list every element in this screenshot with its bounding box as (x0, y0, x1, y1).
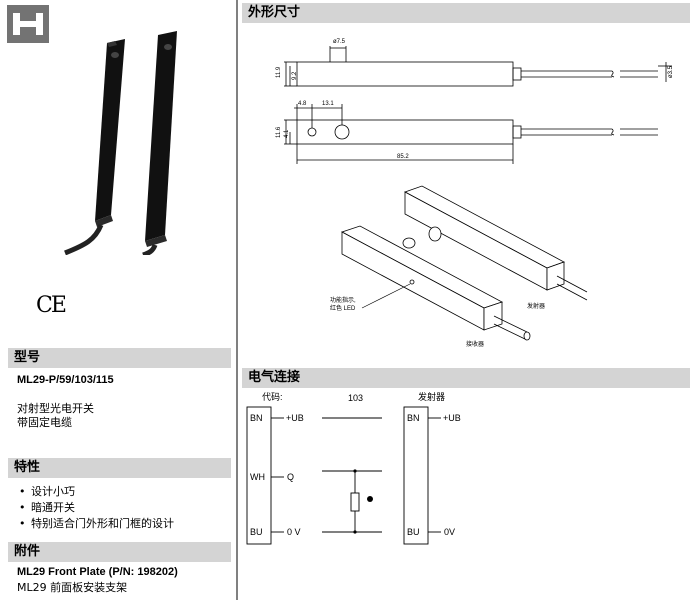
tx-pin-bn: BN (407, 413, 420, 423)
feature-item: 设计小巧 (17, 484, 174, 500)
product-photo (64, 31, 177, 255)
accessory-product: ML29 Front Plate (P/N: 198202) (17, 566, 178, 578)
wiring-diagram: 代码: 103 发射器 BN +UB WH Q BU 0 V BN +UB BU… (246, 391, 461, 545)
model-desc-2: 带固定电缆 (17, 416, 72, 429)
dim-length: 85.2 (397, 154, 409, 160)
accessory-desc: ML29 前面板安装支架 (17, 581, 128, 594)
ce-mark: CE (36, 293, 67, 318)
led-label-2: 红色 LED (330, 304, 356, 312)
iso-emitter-label: 发射器 (527, 302, 545, 310)
led-label-1: 功能指示, (330, 296, 356, 304)
sensor-logo-icon (13, 13, 43, 35)
emitter-label: 发射器 (418, 391, 445, 402)
dimensions-heading: 外形尺寸 (242, 3, 690, 23)
features-heading: 特性 (8, 458, 231, 478)
dim-hole-dia: ø7.5 (333, 39, 346, 45)
dim-height2: 11.6 (276, 126, 282, 138)
feature-item: 暗通开关 (17, 500, 174, 516)
feature-item: 特别适合门外形和门框的设计 (17, 516, 174, 532)
tx-signal-ub: +UB (443, 413, 461, 423)
isometric-drawing: 功能指示, 红色 LED 发射器 接收器 (330, 185, 588, 348)
accessories-heading: 附件 (8, 542, 231, 562)
tx-signal-0v: 0V (444, 527, 455, 537)
features-list: 设计小巧 暗通开关 特别适合门外形和门框的设计 (17, 484, 174, 532)
dim-height1: 11.9 (276, 66, 282, 78)
dimension-drawing: ø7.5 11.9 9.2 ø3.5 4.8 13.1 11.6 4.1 85.… (276, 39, 674, 164)
dim-height1-inner: 9.2 (292, 71, 298, 80)
rx-pin-bu: BU (250, 527, 263, 537)
rx-signal-ub: +UB (286, 413, 304, 423)
dim-offset2: 13.1 (322, 101, 334, 107)
code-label: 代码: (262, 392, 283, 402)
model-desc-1: 对射型光电开关 (17, 402, 94, 415)
rx-pin-bn: BN (250, 413, 263, 423)
iso-receiver-label: 接收器 (466, 340, 484, 348)
code-value: 103 (348, 393, 363, 403)
model-code: ML29-P/59/103/115 (17, 374, 114, 386)
electrical-heading: 电气连接 (242, 368, 690, 388)
tx-pin-bu: BU (407, 527, 420, 537)
dim-height2-inner: 4.1 (284, 129, 290, 138)
model-heading: 型号 (8, 348, 231, 368)
rx-signal-q: Q (287, 472, 294, 482)
column-divider (236, 0, 238, 600)
dim-cable-dia: ø3.5 (668, 65, 674, 78)
rx-pin-wh: WH (250, 472, 265, 482)
rx-signal-0v: 0 V (287, 527, 301, 537)
brand-logo (7, 5, 49, 43)
dim-offset1: 4.8 (298, 101, 307, 107)
